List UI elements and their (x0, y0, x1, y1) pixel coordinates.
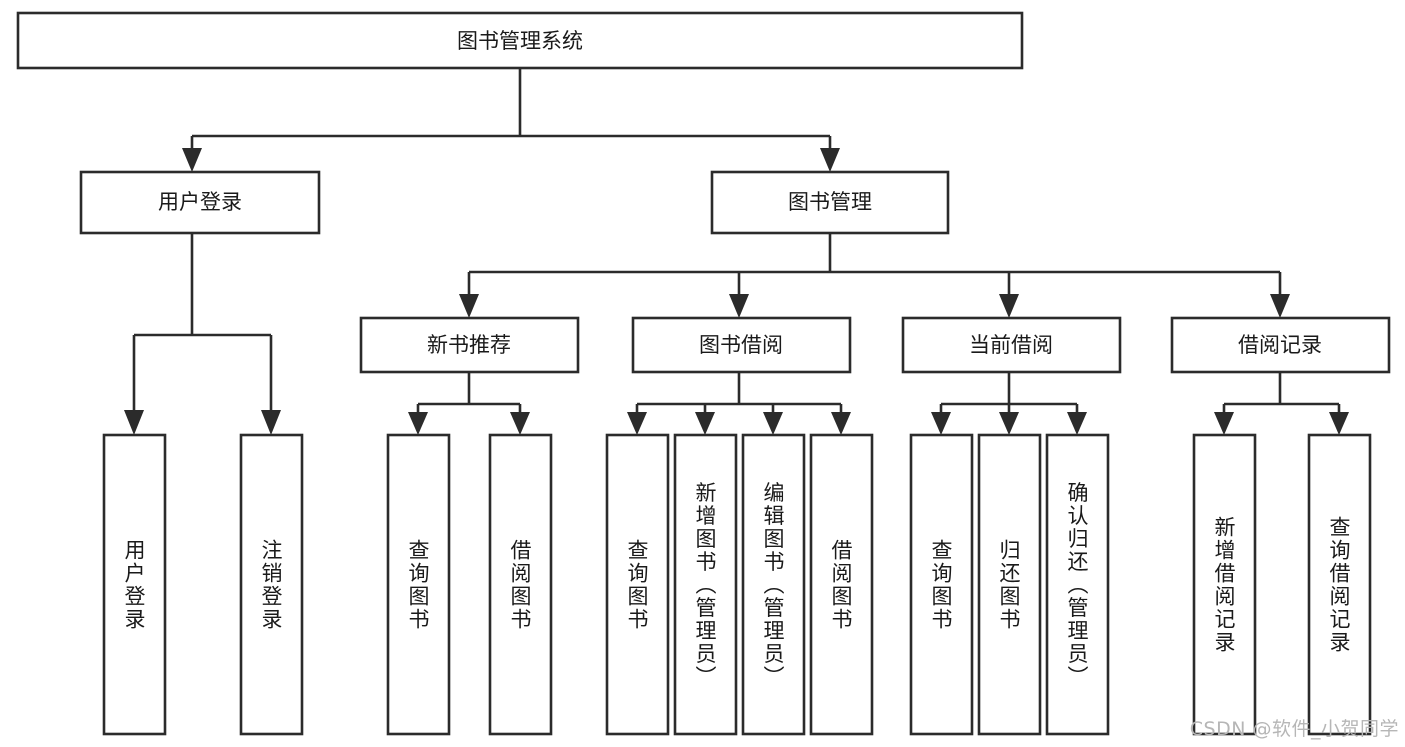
node-leaf-borrow-book-label: 借阅图书 (829, 539, 853, 631)
connector-layer (124, 68, 1349, 435)
node-leaf-borrow-book-rec[interactable]: 借阅图书 (488, 433, 553, 736)
node-leaf-edit-book-admin[interactable]: 编辑图书（管理员） (741, 433, 806, 736)
node-root-box[interactable] (16, 11, 1024, 70)
node-leaf-borrow-book-box[interactable] (809, 433, 874, 736)
node-leaf-query-book-current-label: 查询图书 (929, 539, 953, 631)
node-user-login[interactable]: 用户登录 (79, 170, 321, 235)
node-leaf-add-book-admin-label: 新增图书（管理员） (693, 482, 717, 689)
node-leaf-query-book-current-box[interactable] (909, 433, 974, 736)
arrow-head-leaf-user-login (124, 410, 144, 435)
node-leaf-add-book-admin-box[interactable] (673, 433, 738, 736)
node-leaf-logout-login-box[interactable] (239, 433, 304, 736)
node-book-borrow[interactable]: 图书借阅 (631, 316, 852, 374)
node-book-borrow-box[interactable] (631, 316, 852, 374)
arrow-head-borrow-record (1270, 294, 1290, 318)
node-leaf-user-login-box[interactable] (102, 433, 167, 736)
node-leaf-confirm-return-admin[interactable]: 确认归还（管理员） (1045, 433, 1110, 736)
node-leaf-add-borrow-record[interactable]: 新增借阅记录 (1192, 433, 1257, 736)
node-leaf-query-borrow-record[interactable]: 查询借阅记录 (1307, 433, 1372, 736)
node-leaf-user-login[interactable]: 用户登录 (102, 433, 167, 736)
node-leaf-logout-login-label: 注销登录 (259, 539, 283, 631)
arrow-head-leaf-return-book (999, 412, 1019, 435)
node-leaf-add-borrow-record-label: 新增借阅记录 (1212, 516, 1236, 654)
node-leaf-logout-login[interactable]: 注销登录 (239, 433, 304, 736)
node-leaf-borrow-book-rec-box[interactable] (488, 433, 553, 736)
arrow-head-leaf-logout-login (261, 410, 281, 435)
node-book-management-box[interactable] (710, 170, 950, 235)
node-leaf-query-book-rec-box[interactable] (386, 433, 451, 736)
node-leaf-edit-book-admin-label: 编辑图书（管理员） (761, 482, 785, 689)
node-root[interactable]: 图书管理系统 (16, 11, 1024, 70)
node-leaf-return-book-label: 归还图书 (997, 539, 1021, 631)
node-book-borrow-label: 图书借阅 (699, 333, 783, 357)
arrow-head-user-login (182, 148, 202, 172)
node-borrow-record-label: 借阅记录 (1238, 333, 1322, 357)
node-root-label: 图书管理系统 (457, 29, 583, 53)
arrow-head-book-borrow (729, 294, 749, 318)
arrow-head-leaf-borrow-book (831, 412, 851, 435)
arrow-head-leaf-add-borrow-record (1214, 412, 1234, 435)
node-current-borrow[interactable]: 当前借阅 (901, 316, 1122, 374)
arrow-head-new-book-recommend (459, 294, 479, 318)
node-leaf-query-book-borrow-box[interactable] (605, 433, 670, 736)
node-current-borrow-label: 当前借阅 (969, 333, 1053, 357)
node-borrow-record-box[interactable] (1170, 316, 1391, 374)
node-leaf-borrow-book[interactable]: 借阅图书 (809, 433, 874, 736)
node-leaf-query-book-borrow-label: 查询图书 (625, 539, 649, 631)
node-leaf-query-book-rec-label: 查询图书 (406, 539, 430, 631)
node-user-login-label: 用户登录 (158, 190, 242, 214)
arrow-head-leaf-confirm-return-admin (1067, 412, 1087, 435)
node-leaf-confirm-return-admin-label: 确认归还（管理员） (1065, 482, 1089, 689)
node-book-management-label: 图书管理 (788, 190, 872, 214)
node-user-login-box[interactable] (79, 170, 321, 235)
arrow-head-leaf-borrow-book-rec (510, 412, 530, 435)
node-new-book-recommend-label: 新书推荐 (427, 333, 511, 357)
node-leaf-return-book[interactable]: 归还图书 (977, 433, 1042, 736)
arrow-head-leaf-add-book-admin (695, 412, 715, 435)
node-leaf-query-borrow-record-box[interactable] (1307, 433, 1372, 736)
arrow-head-leaf-query-book-borrow (627, 412, 647, 435)
node-current-borrow-box[interactable] (901, 316, 1122, 374)
node-leaf-query-borrow-record-label: 查询借阅记录 (1327, 516, 1351, 654)
node-new-book-recommend-box[interactable] (359, 316, 580, 374)
arrow-head-current-borrow (999, 294, 1019, 318)
node-borrow-record[interactable]: 借阅记录 (1170, 316, 1391, 374)
node-leaf-confirm-return-admin-box[interactable] (1045, 433, 1110, 736)
node-new-book-recommend[interactable]: 新书推荐 (359, 316, 580, 374)
node-leaf-user-login-label: 用户登录 (122, 539, 146, 631)
node-book-management[interactable]: 图书管理 (710, 170, 950, 235)
node-leaf-edit-book-admin-box[interactable] (741, 433, 806, 736)
node-leaf-query-book-current[interactable]: 查询图书 (909, 433, 974, 736)
arrow-head-book-management (820, 148, 840, 172)
arrow-head-leaf-query-book-rec (408, 412, 428, 435)
node-leaf-return-book-box[interactable] (977, 433, 1042, 736)
arrow-head-leaf-query-book-current (931, 412, 951, 435)
node-leaf-add-book-admin[interactable]: 新增图书（管理员） (673, 433, 738, 736)
arrow-head-leaf-query-borrow-record (1329, 412, 1349, 435)
node-leaf-borrow-book-rec-label: 借阅图书 (508, 539, 532, 631)
arrow-head-leaf-edit-book-admin (763, 412, 783, 435)
node-leaf-query-book-borrow[interactable]: 查询图书 (605, 433, 670, 736)
node-leaf-add-borrow-record-box[interactable] (1192, 433, 1257, 736)
node-leaf-query-book-rec[interactable]: 查询图书 (386, 433, 451, 736)
